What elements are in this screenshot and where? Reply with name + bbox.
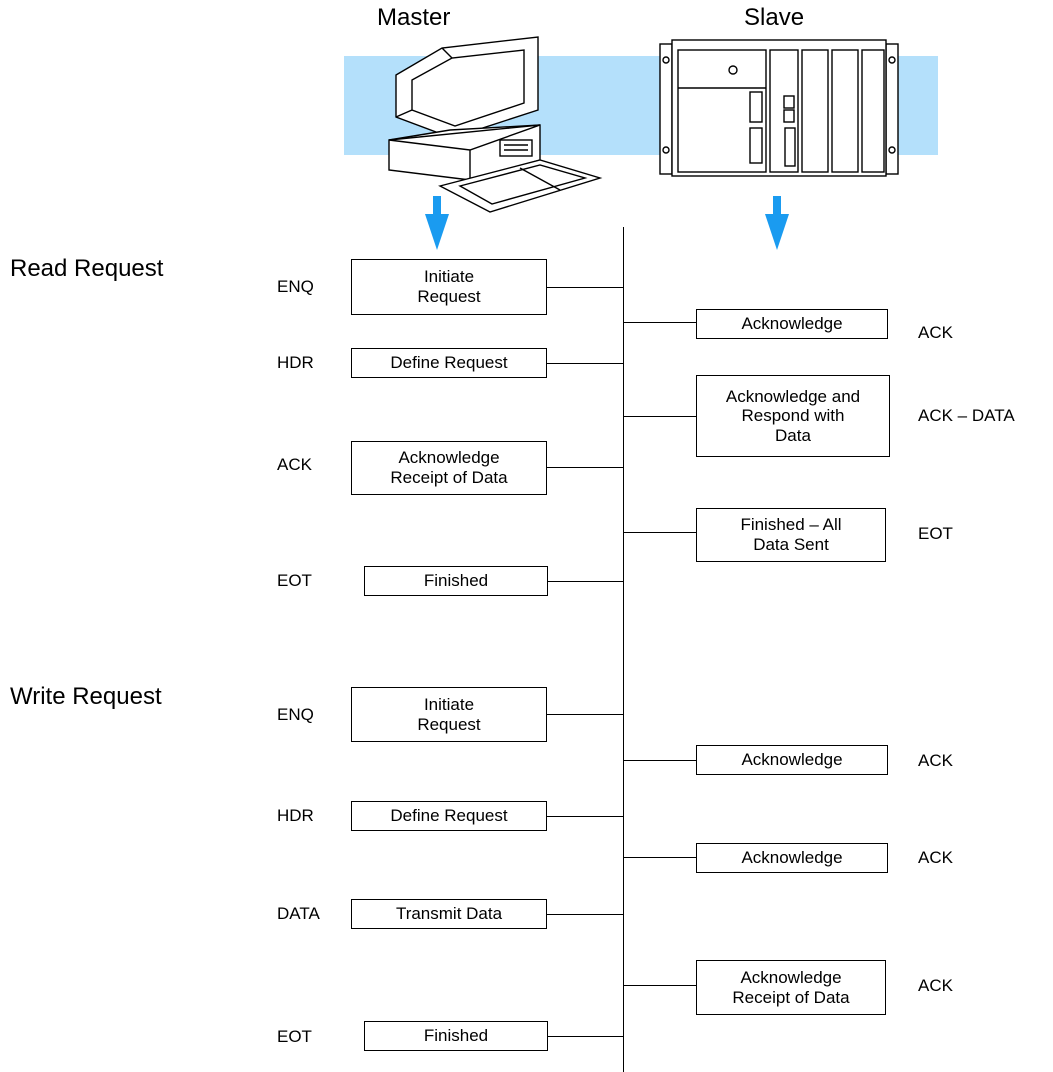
read-slave-code-2: ACK – DATA: [918, 406, 1015, 425]
connector: [548, 581, 623, 582]
read-slave-step-finished: Finished – All Data Sent: [696, 508, 886, 562]
read-master-code-3: ACK: [277, 455, 312, 474]
write-master-code-1: ENQ: [277, 705, 314, 724]
connector: [623, 985, 696, 986]
write-request-title: Write Request: [10, 683, 162, 710]
connector: [547, 363, 623, 364]
read-slave-step-ack: Acknowledge: [696, 309, 888, 339]
write-master-step-transmit: Transmit Data: [351, 899, 547, 929]
slave-down-arrow: [765, 196, 789, 250]
connector: [623, 760, 696, 761]
header-illustration: [344, 36, 938, 250]
read-master-code-2: HDR: [277, 353, 314, 372]
read-master-step-define: Define Request: [351, 348, 547, 378]
write-master-step-define: Define Request: [351, 801, 547, 831]
write-master-step-initiate: Initiate Request: [351, 687, 547, 742]
plc-rack-icon: [659, 39, 899, 177]
write-master-step-finished: Finished: [364, 1021, 548, 1051]
read-slave-code-1: ACK: [918, 323, 953, 342]
write-slave-code-3: ACK: [918, 976, 953, 995]
write-slave-step-ack-1: Acknowledge: [696, 745, 888, 775]
write-slave-code-2: ACK: [918, 848, 953, 867]
read-request-title: Read Request: [10, 255, 164, 282]
connector: [547, 714, 623, 715]
master-heading: Master: [377, 4, 451, 31]
read-master-code-1: ENQ: [277, 277, 314, 296]
connector: [548, 1036, 623, 1037]
connector: [547, 287, 623, 288]
write-master-code-3: DATA: [277, 904, 320, 923]
connector: [623, 532, 696, 533]
write-master-code-4: EOT: [277, 1027, 312, 1046]
connector: [547, 914, 623, 915]
connector: [623, 857, 696, 858]
read-master-step-finished: Finished: [364, 566, 548, 596]
read-master-step-ack-receipt: Acknowledge Receipt of Data: [351, 441, 547, 495]
read-master-code-4: EOT: [277, 571, 312, 590]
read-slave-code-3: EOT: [918, 524, 953, 543]
write-slave-step-ack-receipt: Acknowledge Receipt of Data: [696, 960, 886, 1015]
connector: [623, 322, 696, 323]
connector: [623, 416, 696, 417]
master-down-arrow: [425, 196, 449, 250]
read-slave-step-respond: Acknowledge and Respond with Data: [696, 375, 890, 457]
connector: [547, 816, 623, 817]
write-slave-step-ack-2: Acknowledge: [696, 843, 888, 873]
timeline: [623, 227, 624, 1072]
connector: [547, 467, 623, 468]
slave-heading: Slave: [744, 4, 805, 31]
write-master-code-2: HDR: [277, 806, 314, 825]
write-slave-code-1: ACK: [918, 751, 953, 770]
read-master-step-initiate: Initiate Request: [351, 259, 547, 315]
computer-icon: [388, 36, 603, 213]
